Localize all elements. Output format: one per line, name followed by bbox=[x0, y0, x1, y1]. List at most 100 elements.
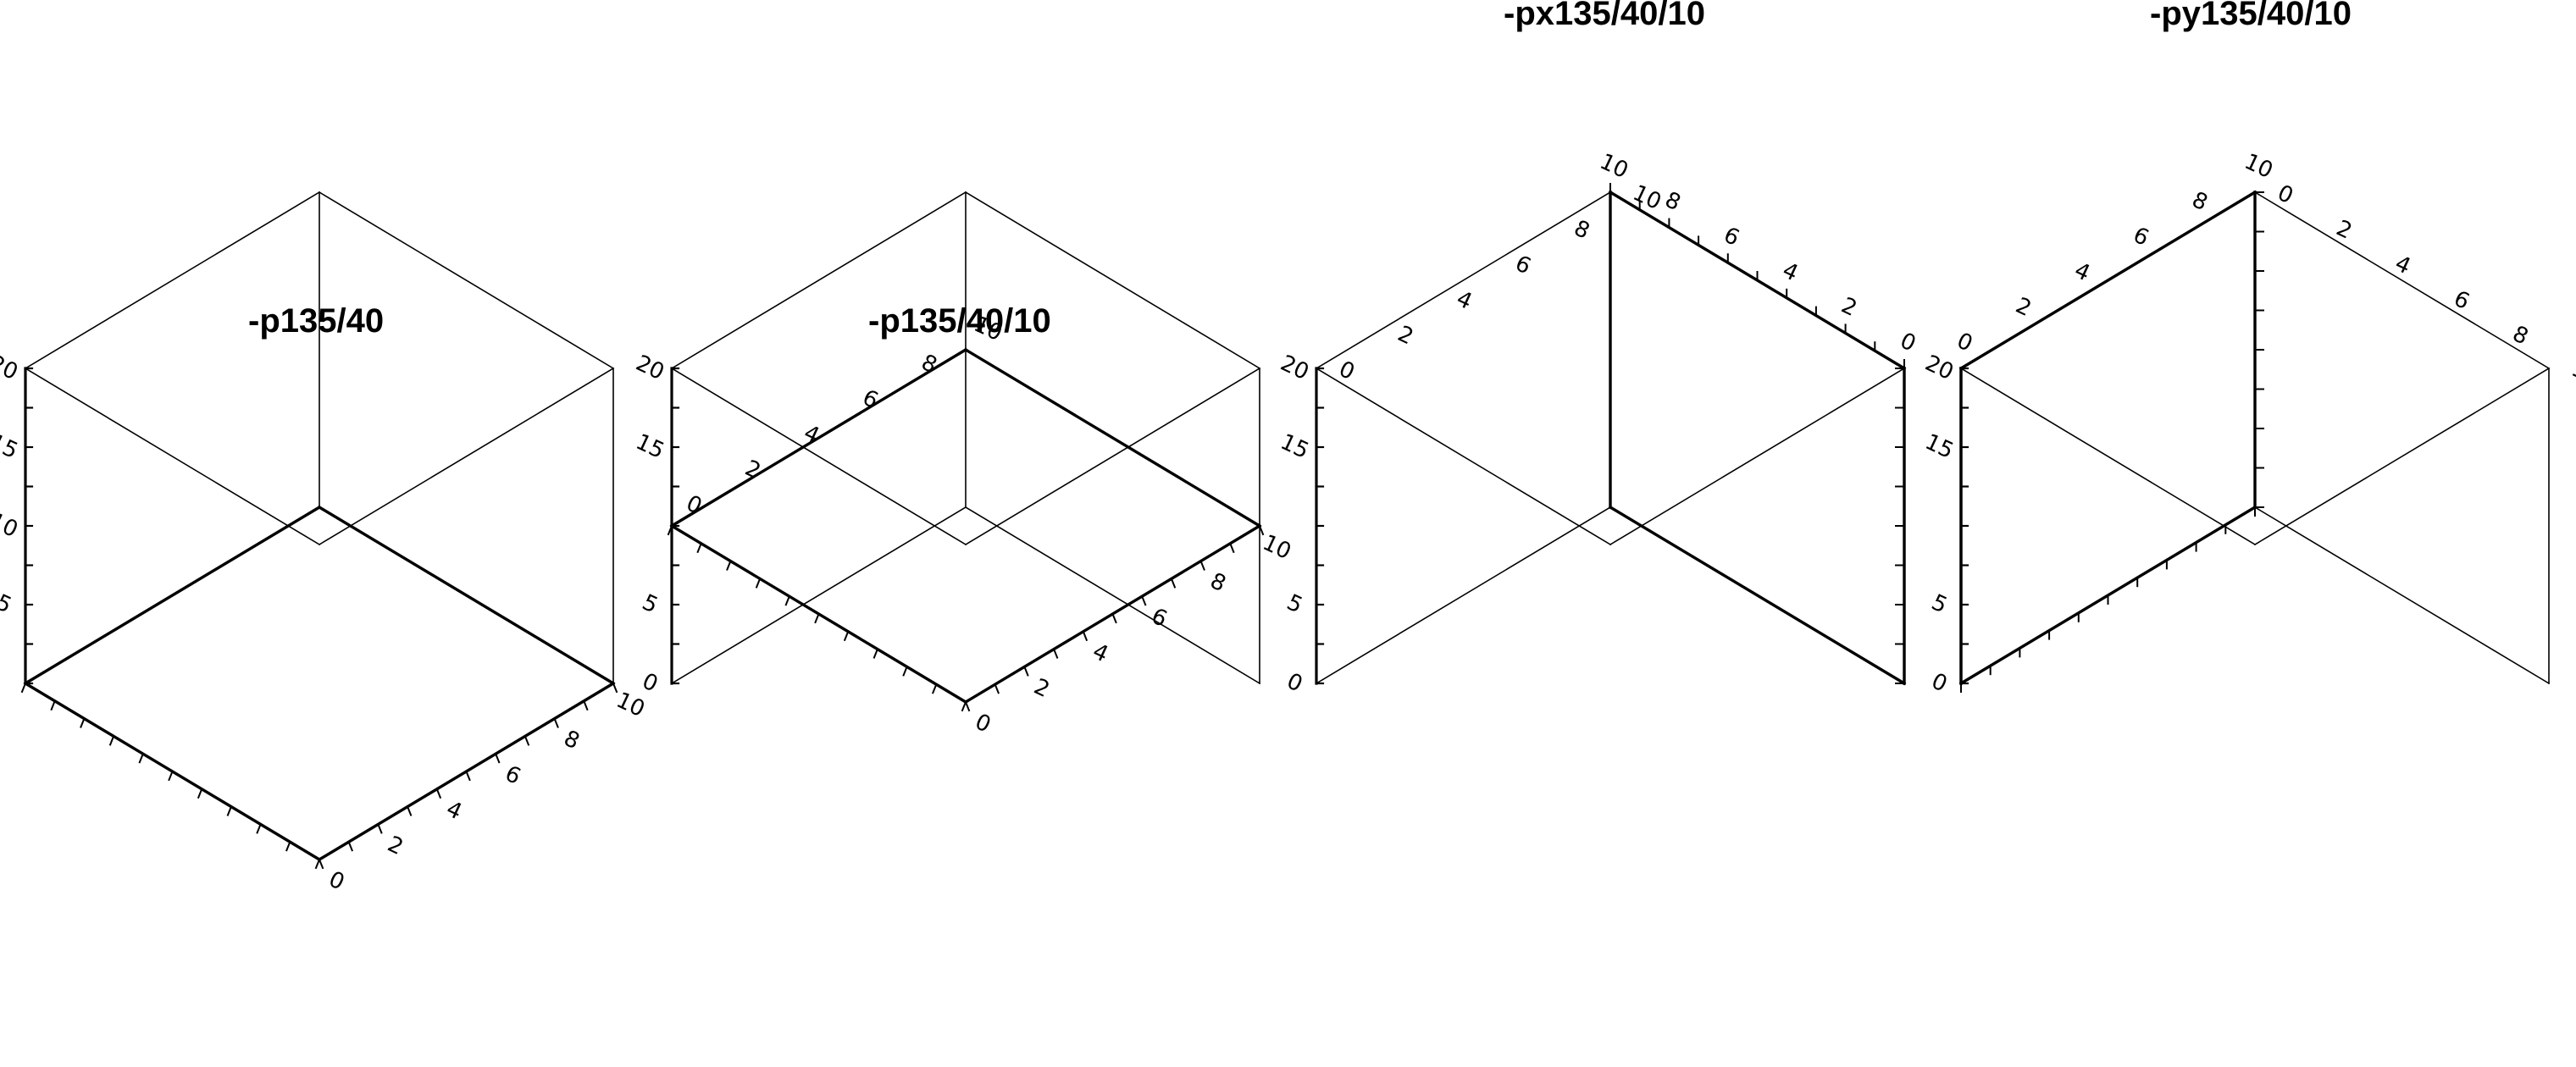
panel-2-x-tick-label: 0 bbox=[971, 709, 994, 738]
panel-4-frame-edge bbox=[2253, 191, 2551, 370]
panel-4-frame-edge bbox=[2253, 506, 2551, 685]
panel-1-frame-edge bbox=[24, 367, 321, 546]
panel-1-x-tick-label: 0 bbox=[324, 866, 348, 895]
panel-1-y-tick bbox=[285, 840, 291, 852]
panel-4-z-tick-label: 5 bbox=[1927, 589, 1951, 618]
panel-4-y-tick-label: 0 bbox=[2274, 180, 2297, 209]
panel-2-y-tick-label: 0 bbox=[682, 490, 706, 519]
panel-4-x-tick-label: 2 bbox=[2012, 293, 2036, 322]
panel-4-y-tick-label: 10 bbox=[2568, 357, 2576, 391]
panel-4-y-tick-label: 4 bbox=[2391, 251, 2415, 279]
panel-2-plane-edge bbox=[963, 347, 1262, 528]
panel-2-x-tick bbox=[1023, 666, 1029, 677]
panel-1-x-tick bbox=[435, 788, 442, 799]
panel-2-x-tick bbox=[1140, 594, 1147, 606]
panel-1-plane-edge bbox=[23, 505, 322, 686]
panel-3-plane-edge-y bbox=[1608, 505, 1907, 686]
panel-4-frame-edge bbox=[1959, 367, 2257, 546]
panel-2-z-tick-label: 15 bbox=[632, 429, 668, 464]
panel-2-z-tick-label: 0 bbox=[638, 668, 662, 697]
panel-2-x-tick-label: 4 bbox=[1089, 639, 1112, 667]
panel-3-frame-edge bbox=[1315, 367, 1612, 546]
panel-3-frame-edge bbox=[1315, 506, 1612, 685]
panel-2-y-tick bbox=[902, 666, 908, 677]
panel-2-y-tick-label: 10 bbox=[970, 312, 1006, 346]
panel-2-x-tick-label: 8 bbox=[1206, 568, 1230, 597]
panel-2-x-tick bbox=[1111, 612, 1117, 624]
panel-1-z-tick-label: 5 bbox=[0, 589, 15, 618]
panel-4-y-tick-label: 2 bbox=[2332, 216, 2356, 245]
panel-4-x-tick-label: 10 bbox=[2241, 149, 2277, 184]
panel-2-y-tick bbox=[696, 542, 702, 554]
panel-2-z-tick-label: 5 bbox=[638, 589, 662, 618]
panel-2-x-tick-label: 2 bbox=[1030, 674, 1054, 703]
panel-1-x-tick bbox=[494, 752, 501, 764]
panel-2-y-tick bbox=[843, 630, 850, 642]
panel-1-y-tick bbox=[20, 682, 27, 694]
panel-2-x-tick bbox=[994, 683, 1000, 694]
panel-1-x-tick bbox=[347, 840, 353, 852]
panel-2-y-tick bbox=[784, 594, 791, 606]
panel-1-x-tick-label: 4 bbox=[442, 796, 466, 825]
panel-3-x-tick-label: 4 bbox=[1453, 286, 1476, 315]
panel-3-z-tick-label: 5 bbox=[1282, 589, 1306, 618]
panel-4-x-tick-label: 8 bbox=[2188, 187, 2212, 216]
panel-4-z-tick-label: 20 bbox=[1921, 351, 1958, 385]
panel-1-frame-edge bbox=[318, 367, 615, 546]
panel-4-y-tick-label: 6 bbox=[2450, 286, 2474, 315]
panel-1-z-tick-label: 15 bbox=[0, 429, 22, 464]
panel-2-frame-edge bbox=[670, 191, 967, 370]
panel-1-x-tick bbox=[318, 858, 324, 870]
panel-1-y-tick bbox=[256, 823, 262, 834]
panel-2-x-tick bbox=[1082, 630, 1089, 642]
panel-title-3: -px135/40/10 bbox=[1504, 0, 1705, 32]
panel-3-y-tick-label: 0 bbox=[1896, 328, 1920, 357]
panel-1-x-tick-label: 8 bbox=[560, 726, 584, 755]
panel-2-x-tick bbox=[1170, 578, 1177, 589]
panel-2-z-tick-label: 20 bbox=[632, 351, 668, 385]
panel-4-x-tick-label: 6 bbox=[2130, 223, 2153, 252]
panel-3-y-tick-label: 4 bbox=[1779, 257, 1803, 286]
panel-4-x-tick-label: 4 bbox=[2070, 257, 2094, 286]
panel-1-y-tick bbox=[197, 788, 203, 799]
panel-2-y-tick-label: 8 bbox=[917, 350, 941, 379]
panel-4-z-tick-label: 0 bbox=[1927, 668, 1951, 697]
panel-2-x-tick bbox=[1229, 542, 1235, 554]
panel-title-2: -p135/40/10 bbox=[868, 302, 1051, 340]
panel-2-y-tick bbox=[961, 700, 967, 712]
panel-2-y-tick bbox=[873, 648, 879, 659]
panel-1-frame-edge bbox=[24, 191, 321, 370]
panel-2-frame-edge bbox=[670, 506, 967, 685]
panel-1-x-tick bbox=[583, 699, 589, 711]
panel-1-y-tick bbox=[108, 735, 115, 746]
panel-4-plane-edge bbox=[1958, 190, 2257, 371]
panel-2-y-tick bbox=[932, 683, 938, 694]
panel-1-y-tick bbox=[50, 699, 56, 711]
panel-2-x-tick bbox=[964, 700, 971, 712]
panel-1-y-tick bbox=[226, 805, 233, 816]
panel-2-y-tick-label: 2 bbox=[741, 456, 765, 484]
panel-1-x-tick bbox=[465, 770, 471, 782]
panel-3-x-tick-label: 8 bbox=[1570, 216, 1593, 245]
panel-4-x-tick-label: 0 bbox=[1953, 328, 1976, 357]
panel-1-z-tick-label: 10 bbox=[0, 508, 22, 543]
panel-1-y-tick bbox=[168, 770, 174, 782]
panel-1-y-tick bbox=[314, 858, 321, 870]
panel-2-x-tick bbox=[1052, 648, 1059, 659]
panel-2-y-tick bbox=[814, 612, 820, 624]
panel-1-x-tick bbox=[406, 805, 413, 816]
panel-2-x-tick-label: 10 bbox=[1259, 530, 1295, 565]
panel-3-z-tick-label: 20 bbox=[1277, 351, 1313, 385]
panel-2-y-tick bbox=[755, 578, 762, 589]
panel-1-y-tick bbox=[138, 752, 145, 764]
panel-2-plane-edge bbox=[669, 347, 968, 528]
panel-1-x-tick-label: 6 bbox=[501, 761, 525, 790]
panel-1-x-tick bbox=[553, 717, 559, 728]
panel-1-frame-edge bbox=[318, 191, 615, 370]
panel-1-y-tick bbox=[80, 717, 86, 728]
panel-2-x-tick bbox=[1258, 524, 1265, 536]
panel-title-1: -p135/40 bbox=[248, 302, 385, 340]
panel-3-x-tick-label: 2 bbox=[1393, 321, 1417, 350]
